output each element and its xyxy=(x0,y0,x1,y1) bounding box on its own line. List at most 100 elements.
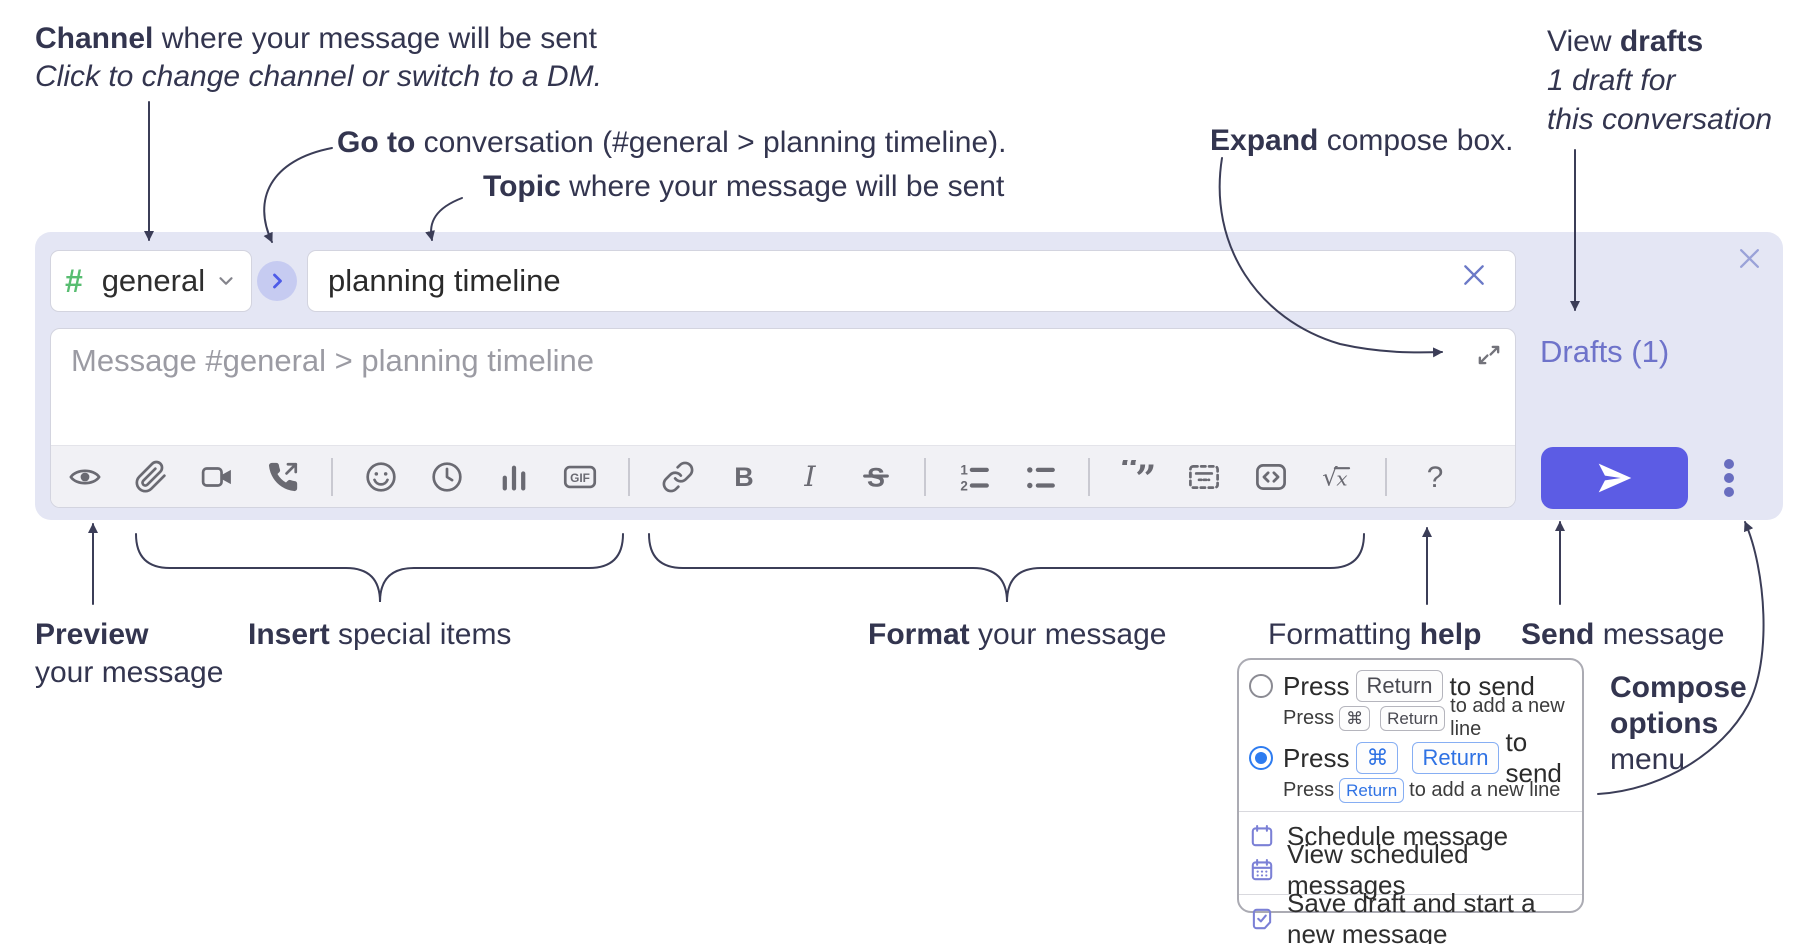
quote-icon[interactable]: “” xyxy=(1120,459,1156,495)
go-to-conversation-button[interactable] xyxy=(257,261,297,301)
compose-options-annotation: Compose options menu xyxy=(1610,670,1747,778)
gif-icon[interactable]: GIF xyxy=(562,459,598,495)
goto-annotation-rest: conversation (#general > planning timeli… xyxy=(415,126,1007,159)
svg-text:1: 1 xyxy=(961,462,969,477)
channel-select-button[interactable]: # general xyxy=(50,250,252,312)
expand-annotation-bold: Expand xyxy=(1210,124,1319,157)
drafts-annotation: View drafts 1 draft for this conversatio… xyxy=(1547,22,1772,139)
svg-text:B: B xyxy=(734,461,753,491)
radio-cmd-return-to-send[interactable] xyxy=(1249,746,1273,770)
send-annotation-bold: Send xyxy=(1521,618,1595,651)
compose-options-kebab-icon[interactable] xyxy=(1707,447,1751,509)
popup-divider xyxy=(1239,894,1582,895)
preview-annotation-line2: your message xyxy=(35,656,224,689)
spoiler-icon[interactable] xyxy=(1186,459,1222,495)
bulleted-list-icon[interactable] xyxy=(1022,459,1058,495)
menu-item-schedule-message-label: Schedule message xyxy=(1287,820,1509,851)
compose-box: # general Drafts (1) Message #general > … xyxy=(35,232,1783,520)
topic-annotation: Topic where your message will be sent xyxy=(483,168,1004,206)
video-call-icon[interactable] xyxy=(199,459,235,495)
popup-option-cmd-return-pre: Press xyxy=(1283,742,1350,773)
popup-option-cmd-return[interactable]: Press ⌘ Return to send xyxy=(1249,727,1572,788)
drafts-link[interactable]: Drafts (1) xyxy=(1540,334,1670,369)
compose-options-annotation-line3: menu xyxy=(1610,743,1686,776)
topic-annotation-rest: where your message will be sent xyxy=(560,170,1005,203)
channel-name-label: general xyxy=(101,263,206,298)
insert-annotation: Insert special items xyxy=(248,616,511,654)
preview-annotation-bold: Preview xyxy=(35,618,149,651)
emoji-icon[interactable] xyxy=(363,459,399,495)
chevron-down-icon xyxy=(215,270,237,292)
drafts-annotation-pre: View xyxy=(1547,25,1620,58)
strikethrough-icon[interactable]: S xyxy=(858,459,894,495)
drafts-annotation-line2: 1 draft for xyxy=(1547,64,1676,97)
time-icon[interactable] xyxy=(429,459,465,495)
attach-file-icon[interactable] xyxy=(133,459,169,495)
italic-icon[interactable]: I xyxy=(792,459,828,495)
preview-icon[interactable] xyxy=(67,459,103,495)
send-button[interactable] xyxy=(1541,447,1688,509)
popup-option-return-post: to send xyxy=(1449,670,1535,701)
send-annotation-rest: message xyxy=(1594,618,1725,651)
format-annotation-bold: Format xyxy=(868,618,970,651)
drafts-annotation-bold: drafts xyxy=(1619,25,1704,58)
chevron-right-icon xyxy=(265,269,289,293)
svg-text:”: ” xyxy=(1136,460,1156,494)
message-placeholder: Message #general > planning timeline xyxy=(71,343,595,378)
toolbar-divider xyxy=(331,457,334,496)
menu-item-schedule-message[interactable]: Schedule message xyxy=(1249,819,1572,853)
toolbar-divider xyxy=(924,457,927,496)
expand-diagonal-icon[interactable] xyxy=(1475,341,1503,369)
formatting-help-annotation-bold: help xyxy=(1419,618,1482,651)
calendar-grid-icon xyxy=(1249,857,1275,883)
popup-sub2-pre: Press xyxy=(1283,778,1335,801)
poll-icon[interactable] xyxy=(496,459,532,495)
help-icon[interactable]: ? xyxy=(1417,459,1453,495)
message-input[interactable]: Message #general > planning timeline GIF… xyxy=(50,328,1516,508)
popup-option-cmd-return-post: to send xyxy=(1505,727,1562,788)
preview-annotation: Preview your message xyxy=(35,616,223,692)
toolbar-divider xyxy=(1088,457,1091,496)
svg-text:S: S xyxy=(867,462,885,492)
svg-text:x: x xyxy=(1336,467,1347,490)
svg-text:I: I xyxy=(803,460,816,493)
compose-close-x-icon[interactable] xyxy=(1737,246,1762,271)
cmd-key: ⌘ xyxy=(1356,742,1399,774)
code-icon[interactable] xyxy=(1253,459,1289,495)
return-key: Return xyxy=(1339,777,1405,803)
return-key: Return xyxy=(1380,705,1446,731)
goto-annotation: Go to conversation (#general > planning … xyxy=(337,124,1007,162)
menu-item-save-draft[interactable]: Save draft and start a new message xyxy=(1249,888,1572,944)
svg-text:2: 2 xyxy=(961,478,968,493)
popup-option-return-pre: Press xyxy=(1283,670,1350,701)
topic-clear-x-icon[interactable] xyxy=(1461,262,1487,288)
expand-annotation-rest: compose box. xyxy=(1318,124,1514,157)
voice-call-icon[interactable] xyxy=(265,459,301,495)
formatting-help-annotation-pre: Formatting xyxy=(1268,618,1420,651)
channel-annotation-rest: where your message will be sent xyxy=(153,22,597,55)
svg-text:“: “ xyxy=(1121,460,1141,490)
expand-annotation: Expand compose box. xyxy=(1210,122,1513,160)
popup-option-return[interactable]: Press Return to send xyxy=(1249,668,1572,704)
popup-option-cmd-return-subtext: Press Return to add a new line xyxy=(1249,776,1572,804)
menu-item-view-scheduled[interactable]: View scheduled messages xyxy=(1249,839,1572,900)
toolbar-divider xyxy=(1384,457,1387,496)
send-options-popup: Press Return to send Press ⌘ Return to a… xyxy=(1237,658,1584,944)
compose-options-annotation-bold2: options xyxy=(1610,707,1719,740)
send-plane-icon xyxy=(1592,455,1638,501)
math-icon[interactable]: √x xyxy=(1319,459,1355,495)
popup-sub1-post: to add a new line xyxy=(1450,695,1565,740)
channel-annotation-bold: Channel xyxy=(35,22,154,55)
bold-icon[interactable]: B xyxy=(726,459,762,495)
radio-return-to-send[interactable] xyxy=(1249,674,1273,698)
menu-item-save-draft-label: Save draft and start a new message xyxy=(1287,888,1536,944)
goto-annotation-bold: Go to xyxy=(337,126,416,159)
link-icon[interactable] xyxy=(660,459,696,495)
channel-annotation: Channel where your message will be sent … xyxy=(35,20,602,96)
send-annotation: Send message xyxy=(1521,616,1724,654)
topic-input[interactable] xyxy=(307,250,1516,312)
popup-divider xyxy=(1239,811,1582,812)
